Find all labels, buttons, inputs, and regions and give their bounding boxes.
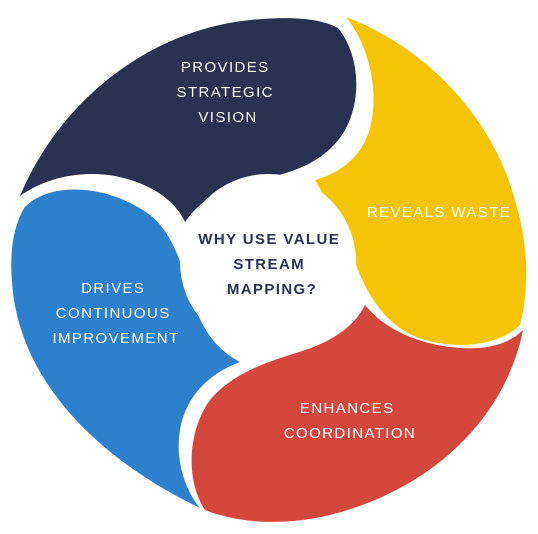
- label-line: STRATEGIC: [177, 84, 274, 101]
- label-line: CONTINUOUS: [56, 305, 171, 322]
- center-question: WHY USE VALUE STREAM MAPPING?: [198, 231, 345, 298]
- segment-label-reveals-waste: REVEALS WASTE: [367, 204, 511, 221]
- segment-label-continuous-improvement: DRIVES CONTINUOUS IMPROVEMENT: [52, 280, 179, 347]
- label-line: VISION: [198, 109, 257, 126]
- center-line: MAPPING?: [227, 281, 317, 298]
- label-line: REVEALS WASTE: [367, 204, 511, 221]
- segment-reveals-waste: [315, 17, 527, 345]
- label-line: COORDINATION: [284, 425, 416, 442]
- segment-label-strategic-vision: PROVIDES STRATEGIC VISION: [177, 59, 280, 126]
- center-line: WHY USE VALUE: [198, 231, 340, 248]
- label-line: IMPROVEMENT: [52, 330, 179, 347]
- label-line: PROVIDES: [181, 59, 270, 76]
- label-line: DRIVES: [81, 280, 145, 297]
- segment-label-enhances-coordination: ENHANCES COORDINATION: [284, 400, 416, 442]
- segment-strategic-vision: [20, 18, 357, 222]
- center-circle: [180, 174, 356, 350]
- label-line: ENHANCES: [300, 400, 395, 417]
- segment-enhances-coordination: [191, 305, 523, 522]
- segment-continuous-improvement: [11, 189, 241, 508]
- center-line: STREAM: [233, 256, 305, 273]
